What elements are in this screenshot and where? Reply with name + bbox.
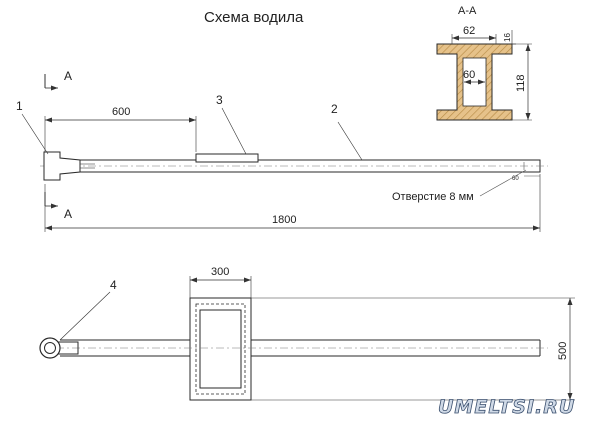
watermark: UMELTSI.RU	[438, 396, 575, 418]
part-3-plate	[195, 153, 259, 163]
cut-label-bottom: A	[64, 207, 72, 221]
section-dim-inner: 60	[463, 69, 475, 81]
section-dim-flange: 16	[503, 33, 512, 42]
dim-1800-text: 1800	[272, 214, 296, 226]
hole-small-dim: 60	[512, 176, 519, 182]
part-4-neck	[58, 341, 79, 355]
part-1-hub	[43, 151, 81, 181]
section-a-a: A-A 62 60 118 16	[436, 5, 532, 121]
hole-note: Отверстие 8 мм	[392, 191, 474, 203]
top-view: A A 600 60 Отверстие 8 мм 1800 1	[16, 69, 548, 232]
callout-2: 2	[331, 102, 338, 116]
dim-600-text: 600	[112, 106, 130, 118]
dim-300-text: 300	[211, 266, 229, 278]
diagram-title: Схема водила	[204, 9, 304, 26]
callout-4: 4	[110, 278, 117, 292]
frame-inner	[199, 309, 242, 389]
bottom-view: 300 4 500	[39, 266, 575, 401]
dim-500-text: 500	[557, 342, 569, 360]
callout-3: 3	[216, 93, 223, 107]
callout-3-leader	[221, 107, 247, 155]
callout-1-leader	[21, 113, 49, 155]
part-4-eye-inner	[44, 342, 56, 354]
callout-2-leader	[337, 121, 363, 161]
section-dim-height: 118	[515, 74, 527, 92]
frame-dashed	[195, 303, 246, 395]
cut-label-top: A	[64, 69, 72, 83]
callout-4-leader	[59, 291, 111, 341]
hole-leader	[479, 169, 527, 197]
section-dim-top: 62	[463, 25, 475, 37]
callout-1: 1	[16, 99, 23, 113]
section-label: A-A	[458, 5, 477, 17]
